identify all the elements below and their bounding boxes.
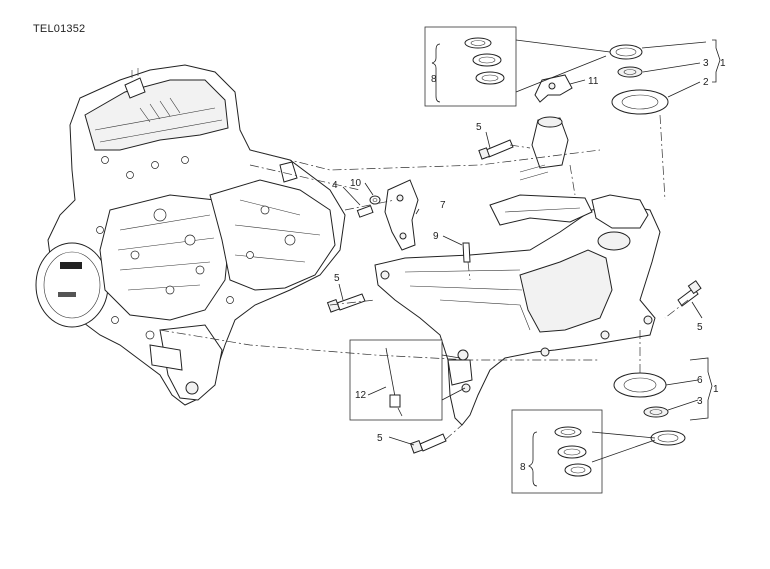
engine-illustration xyxy=(35,64,346,406)
callout-12: 12 xyxy=(355,390,367,401)
leader-lines xyxy=(338,39,721,463)
bolt-part-9 xyxy=(462,242,471,263)
bracket-part-7 xyxy=(384,179,419,251)
callout-8-top: 8 xyxy=(431,74,437,85)
callout-1-top: 1 xyxy=(720,58,726,69)
inset-box-top xyxy=(424,26,517,107)
callout-5-left: 5 xyxy=(334,273,340,284)
callout-3-top: 3 xyxy=(703,58,709,69)
bolt-part-5-bottom xyxy=(409,433,447,454)
callout-3-bottom: 3 xyxy=(697,396,703,407)
dashed-guide-lines xyxy=(159,114,689,441)
callout-5-bottom: 5 xyxy=(377,433,383,444)
bolt-part-4 xyxy=(356,205,374,218)
bolt-part-5-right xyxy=(677,280,702,307)
drawing-code: TEL01352 xyxy=(33,23,86,35)
callout-5-top: 5 xyxy=(476,122,482,133)
callout-6: 6 xyxy=(697,375,703,386)
main-frame xyxy=(374,194,661,426)
callout-labels: 1 2 3 8 11 5 4 10 7 9 5 5 6 1 3 12 5 8 xyxy=(332,58,726,473)
callout-1-bottom: 1 xyxy=(713,384,719,395)
callout-8-bottom: 8 xyxy=(520,462,526,473)
steering-sensor xyxy=(519,116,569,181)
callout-5-right: 5 xyxy=(697,322,703,333)
callout-7: 7 xyxy=(440,200,446,211)
bolt-part-5-top xyxy=(478,139,514,160)
inset-box-bottom xyxy=(511,409,603,494)
nut-part-10 xyxy=(369,195,381,205)
bracket-part-11 xyxy=(534,74,573,103)
callout-9: 9 xyxy=(433,231,439,242)
callout-10: 10 xyxy=(350,178,362,189)
bolt-part-5-left xyxy=(326,293,366,313)
inset-box-cable-tie xyxy=(349,339,443,421)
lower-bearing-stack xyxy=(613,372,686,446)
callout-4: 4 xyxy=(332,180,338,191)
callout-2: 2 xyxy=(703,77,709,88)
upper-bearing-stack xyxy=(609,44,669,115)
callout-11: 11 xyxy=(588,76,599,87)
